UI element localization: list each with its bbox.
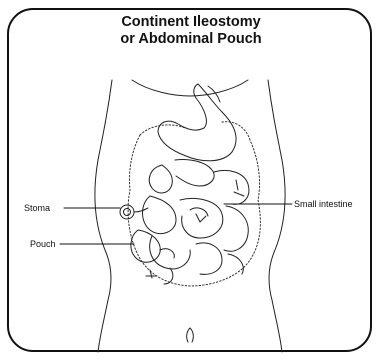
small-intestine	[143, 159, 249, 284]
navel-mark	[187, 328, 194, 342]
pouch-label: Pouch	[30, 239, 56, 249]
stoma-label: Stoma	[24, 203, 50, 213]
pouch	[131, 230, 160, 262]
leader-lines	[60, 204, 292, 244]
torso-outline	[95, 80, 285, 352]
small-intestine-label: Small intestine	[294, 199, 353, 209]
stoma	[120, 205, 148, 219]
